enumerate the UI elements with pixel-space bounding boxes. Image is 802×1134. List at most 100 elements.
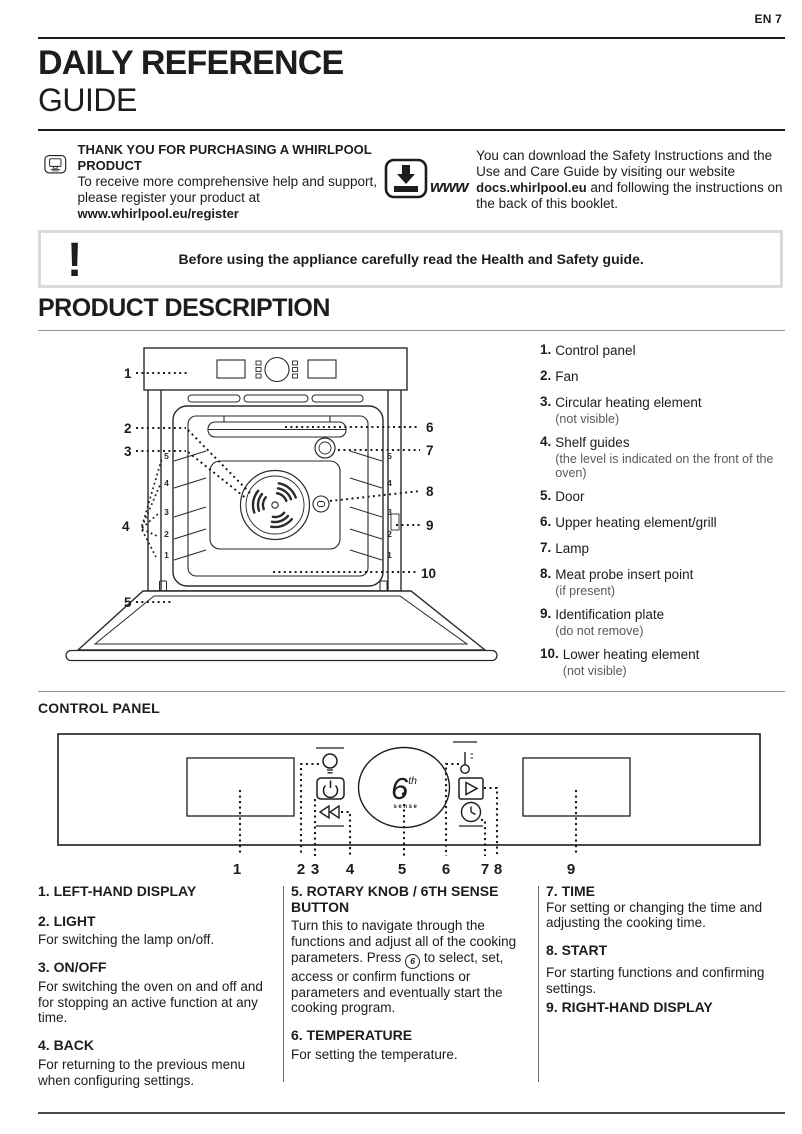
callout-leaders <box>136 372 421 603</box>
callout-3: 3 <box>124 444 132 459</box>
legend-heading: 7. TIME <box>546 883 596 899</box>
www-wordmark: www <box>429 176 469 196</box>
callout-10: 10 <box>421 566 436 581</box>
legend-heading: 9. RIGHT-HAND DISPLAY <box>546 999 713 1016</box>
callout-7: 7 <box>426 443 434 458</box>
callout-6: 6 <box>426 420 434 435</box>
legend-body: For starting functions and confirming se… <box>546 964 765 996</box>
legend-heading: 8. START <box>546 942 608 959</box>
svg-text:3: 3 <box>387 507 392 517</box>
legend-body: Turn this to navigate through the functi… <box>291 918 517 1016</box>
svg-text:5: 5 <box>398 861 406 878</box>
product-description-heading: PRODUCT DESCRIPTION <box>38 294 330 322</box>
oven-cavity-inner <box>187 415 369 577</box>
oven-door <box>65 590 498 662</box>
oven-cavity-outer <box>172 405 384 587</box>
section-rule <box>38 691 785 692</box>
callout-1: 1 <box>124 366 132 381</box>
svg-text:sense: sense <box>393 804 418 810</box>
download-block: www You can download the Safety Instruct… <box>384 148 786 212</box>
svg-text:6th: 6th <box>391 771 417 806</box>
footer-rule <box>38 1112 785 1114</box>
legend-heading: 2. LIGHT <box>38 912 96 929</box>
svg-text:1: 1 <box>164 550 169 560</box>
legend-heading: 6. TEMPERATURE <box>291 1027 413 1044</box>
list-item: 6.Upper heating element/grill <box>540 514 717 530</box>
list-item: 5.Door <box>540 488 585 504</box>
grill-element <box>207 416 347 438</box>
right-display <box>522 757 631 817</box>
svg-text:4: 4 <box>387 478 392 488</box>
legend-body: For switching the lamp on/off. <box>38 932 215 948</box>
fan-circle <box>239 469 311 541</box>
shelf-level-numbers: 5 4 3 2 1 5 4 3 2 1 <box>164 451 392 560</box>
svg-text:4: 4 <box>164 478 169 488</box>
meat-probe-point <box>312 495 330 513</box>
svg-text:1: 1 <box>387 550 392 560</box>
svg-text:5: 5 <box>387 451 392 461</box>
svg-text:3: 3 <box>311 861 319 878</box>
download-text: You can download the Safety Instructions… <box>476 148 786 212</box>
list-item: 10.Lower heating element(not visible) <box>540 646 700 678</box>
download-www-icon <box>384 158 428 199</box>
callout-4: 4 <box>122 519 130 534</box>
parts-list: 1.Control panel 2.Fan 3.Circular heating… <box>540 342 798 686</box>
legend-body: For switching the oven on and off and fo… <box>38 978 263 1026</box>
safety-warning-text: Before using the appliance carefully rea… <box>178 251 644 267</box>
back-icon[interactable] <box>316 804 344 827</box>
legend-body: For returning to the previous menu when … <box>38 1056 246 1088</box>
control-panel-diagram: 6th sense 1 2 3 4 5 6 7 8 9 <box>57 733 761 878</box>
shelf-guides <box>173 450 383 561</box>
register-link[interactable]: www.whirlpool.eu/register <box>77 205 239 221</box>
page-title-line2: GUIDE <box>38 82 137 118</box>
light-icon[interactable] <box>316 747 344 774</box>
panel-callout-leaders <box>238 762 578 856</box>
register-block: THANK YOU FOR PURCHASING A WHIRLPOOL PRO… <box>44 142 384 222</box>
start-button[interactable] <box>458 777 484 800</box>
svg-text:1: 1 <box>233 861 241 878</box>
fan-blades <box>251 482 297 529</box>
computer-monitor-icon <box>44 154 67 174</box>
register-text: THANK YOU FOR PURCHASING A WHIRLPOOL PRO… <box>78 142 384 222</box>
svg-text:3: 3 <box>164 507 169 517</box>
control-panel-outline <box>57 733 761 846</box>
oven-right-display <box>307 359 337 379</box>
list-item: 9.Identification plate(do not remove) <box>540 606 665 638</box>
legend-body: For setting or changing the time and adj… <box>546 899 763 931</box>
legend-heading: 1. LEFT-HAND DISPLAY <box>38 883 197 899</box>
time-icon[interactable] <box>459 801 483 827</box>
svg-text:2: 2 <box>297 861 305 878</box>
register-body: To receive more comprehensive help and s… <box>77 173 377 205</box>
download-body-post: and following the instructions on the ba… <box>476 179 783 211</box>
legend-column-3: 7. TIME For setting or changing the time… <box>546 883 786 1019</box>
list-item: 7.Lamp <box>540 540 590 556</box>
identification-plate <box>390 513 400 531</box>
oven-control-strip <box>143 347 408 391</box>
control-panel-heading: CONTROL PANEL <box>38 700 160 716</box>
svg-text:9: 9 <box>567 861 575 878</box>
list-item: 3.Circular heating element(not visible) <box>540 394 702 426</box>
page-title-line1: DAILY REFERENCE <box>38 44 344 82</box>
on-off-button[interactable] <box>316 777 345 800</box>
section-rule <box>38 330 785 331</box>
header-rule <box>38 37 785 39</box>
legend-column-1: 1. LEFT-HAND DISPLAY 2. LIGHT For switch… <box>38 883 276 1100</box>
temperature-icon[interactable] <box>453 741 477 774</box>
title-rule <box>38 129 785 131</box>
column-divider <box>538 886 539 1082</box>
callout-5: 5 <box>124 595 132 610</box>
legend-body: For setting the temperature. <box>291 1046 458 1062</box>
callout-2: 2 <box>124 421 132 436</box>
download-body-pre: You can download the Safety Instructions… <box>476 148 773 179</box>
legend-heading: 4. BACK <box>38 1037 95 1054</box>
safety-warning-box: ! Before using the appliance carefully r… <box>38 230 783 288</box>
legend-heading: 3. ON/OFF <box>38 959 107 976</box>
download-link[interactable]: docs.whirlpool.eu <box>476 179 587 195</box>
svg-text:2: 2 <box>164 529 169 539</box>
lamp-circle <box>314 437 336 459</box>
panel-callout-numbers: 1 2 3 4 5 6 7 8 9 <box>233 861 575 878</box>
oven-vents <box>187 394 364 403</box>
legend-heading: 5. ROTARY KNOB / 6TH SENSE BUTTON <box>291 883 499 915</box>
oven-knob <box>264 356 290 383</box>
oven-left-display <box>216 359 246 379</box>
